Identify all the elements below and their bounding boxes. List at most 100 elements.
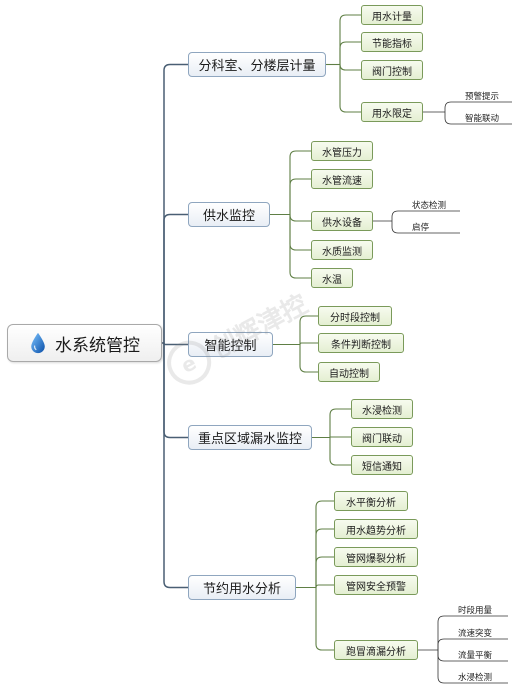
leaf-label: 智能联动 <box>465 114 500 124</box>
leaf-label: 启停 <box>412 223 430 233</box>
branch-label: 重点区域漏水监控 <box>197 432 302 447</box>
leaf-warning-prompt[interactable]: 预警提示 <box>465 90 511 102</box>
connector <box>329 408 351 438</box>
connector <box>437 638 508 650</box>
connector <box>163 343 188 439</box>
node-energy-index[interactable]: 节能指标 <box>361 32 423 52</box>
root-node[interactable]: 水系统管控 <box>7 324 162 362</box>
leaf-smart-linkage[interactable]: 智能联动 <box>465 112 511 124</box>
connector <box>391 221 460 234</box>
node-trend-analysis[interactable]: 用水趋势分析 <box>334 519 418 539</box>
node-label: 供水设备 <box>322 217 362 229</box>
node-burst-analysis[interactable]: 管网爆裂分析 <box>334 547 418 567</box>
node-flood-detect[interactable]: 水浸检测 <box>351 399 413 419</box>
connector <box>289 150 311 215</box>
connector <box>315 587 334 651</box>
node-label: 水管压力 <box>322 147 362 159</box>
node-pipe-pressure[interactable]: 水管压力 <box>311 141 373 161</box>
node-condition-control[interactable]: 条件判断控制 <box>318 333 404 353</box>
connector <box>437 650 508 684</box>
node-label: 阀门联动 <box>362 433 402 445</box>
branch-supply-monitoring[interactable]: 供水监控 <box>188 202 270 227</box>
node-leak-analysis[interactable]: 跑冒滴漏分析 <box>334 640 418 660</box>
node-safety-warning[interactable]: 管网安全预警 <box>334 575 418 595</box>
node-label: 条件判断控制 <box>331 339 391 351</box>
branch-leak-monitoring[interactable]: 重点区域漏水监控 <box>188 425 312 450</box>
connector <box>339 41 361 65</box>
node-auto-control[interactable]: 自动控制 <box>318 362 380 382</box>
connector <box>163 343 188 589</box>
node-valve-linkage[interactable]: 阀门联动 <box>351 427 413 447</box>
connector <box>315 528 334 588</box>
node-water-metering[interactable]: 用水计量 <box>361 5 423 25</box>
leaf-label: 状态检测 <box>412 201 447 211</box>
connector <box>163 213 188 343</box>
node-valve-control[interactable]: 阀门控制 <box>361 60 423 80</box>
branch-label: 节约用水分析 <box>202 582 281 597</box>
node-label: 水平衡分析 <box>346 497 396 509</box>
node-label: 分时段控制 <box>330 312 380 324</box>
node-label: 自动控制 <box>329 368 369 380</box>
connector <box>289 214 311 222</box>
connector <box>329 437 351 466</box>
branch-label: 供水监控 <box>202 209 255 224</box>
branch-metering[interactable]: 分科室、分楼层计量 <box>188 52 326 77</box>
connector <box>339 64 361 71</box>
connector <box>163 63 188 343</box>
node-label: 水质监测 <box>322 246 362 258</box>
node-label: 水温 <box>322 274 342 286</box>
node-label: 水浸检测 <box>362 405 402 417</box>
node-sms-notify[interactable]: 短信通知 <box>351 455 413 475</box>
node-label: 管网爆裂分析 <box>346 553 406 565</box>
branch-label: 分科室、分楼层计量 <box>198 59 316 74</box>
connector <box>299 344 318 373</box>
node-water-temp[interactable]: 水温 <box>311 268 353 288</box>
node-label: 跑冒滴漏分析 <box>346 646 406 658</box>
node-label: 节能指标 <box>372 38 412 50</box>
connector <box>437 615 508 650</box>
leaf-start-stop[interactable]: 启停 <box>412 221 442 233</box>
node-label: 用水限定 <box>372 108 412 120</box>
connector <box>315 584 334 588</box>
node-water-quality[interactable]: 水质监测 <box>311 240 373 260</box>
connector <box>299 315 318 345</box>
connector <box>289 178 311 215</box>
connector <box>299 342 318 345</box>
connector <box>315 500 334 588</box>
node-water-limit[interactable]: 用水限定 <box>361 102 423 122</box>
node-label: 用水计量 <box>372 11 412 23</box>
connector <box>329 436 351 438</box>
connector <box>289 214 311 279</box>
root-label: 水系统管控 <box>55 335 140 356</box>
node-label: 管网安全预警 <box>346 581 406 593</box>
branch-water-saving[interactable]: 节约用水分析 <box>188 575 296 600</box>
leaf-flood-detect[interactable]: 水浸检测 <box>458 671 504 683</box>
node-supply-equipment[interactable]: 供水设备 <box>311 211 373 231</box>
leaf-label: 时段用量 <box>458 606 493 616</box>
leaf-period-usage[interactable]: 时段用量 <box>458 604 504 616</box>
leaf-flow-balance[interactable]: 流量平衡 <box>458 649 504 661</box>
leaf-flow-change[interactable]: 流速突变 <box>458 627 504 639</box>
water-drop-icon <box>31 332 45 354</box>
connector <box>391 210 460 221</box>
connector <box>444 112 512 125</box>
leaf-label: 流量平衡 <box>458 651 493 661</box>
node-label: 阀门控制 <box>372 66 412 78</box>
branch-smart-control[interactable]: 智能控制 <box>188 332 273 357</box>
node-pipe-flow[interactable]: 水管流速 <box>311 169 373 189</box>
node-balance-analysis[interactable]: 水平衡分析 <box>334 491 408 511</box>
node-label: 短信通知 <box>362 461 402 473</box>
connector <box>163 342 188 346</box>
leaf-label: 水浸检测 <box>458 673 493 683</box>
connector <box>339 64 361 113</box>
connector <box>444 101 512 112</box>
connector <box>289 214 311 251</box>
connector <box>315 556 334 588</box>
leaf-label: 流速突变 <box>458 629 493 639</box>
connector <box>339 14 361 65</box>
node-label: 用水趋势分析 <box>346 525 406 537</box>
node-timed-control[interactable]: 分时段控制 <box>318 306 392 326</box>
leaf-status-detect[interactable]: 状态检测 <box>412 199 458 211</box>
